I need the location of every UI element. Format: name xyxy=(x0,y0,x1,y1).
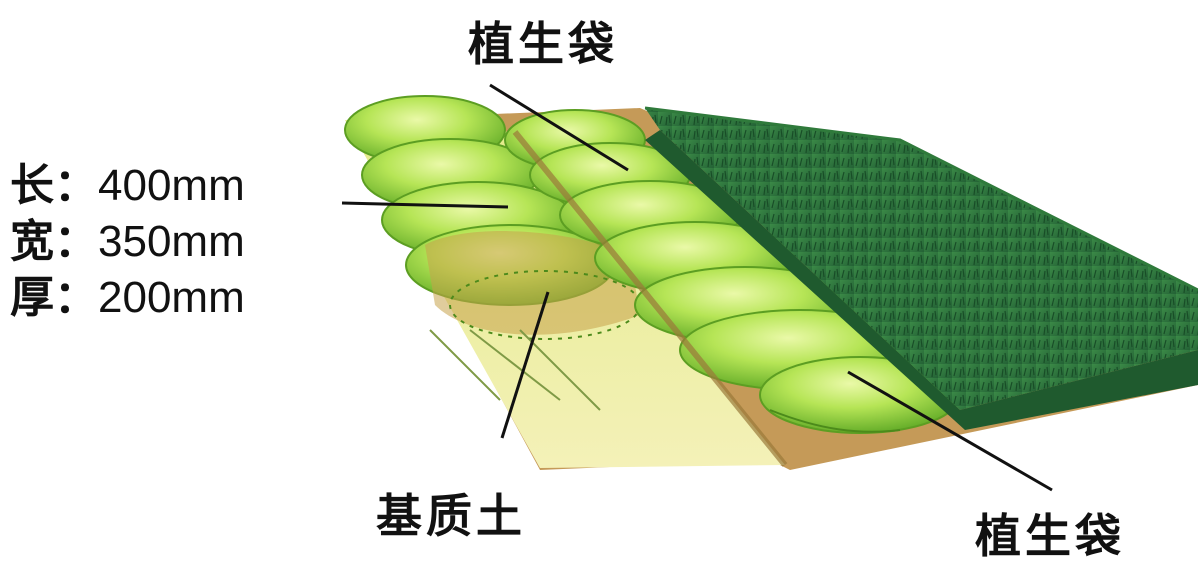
spec-length: 长：400mm xyxy=(10,158,245,214)
spec-length-sep: ： xyxy=(54,160,98,211)
spec-thickness-value: 200mm xyxy=(98,273,245,322)
label-vegetation-bag-top: 植生袋 xyxy=(468,8,618,74)
spec-thickness-key: 厚 xyxy=(10,272,54,323)
label-substrate-soil: 基质土 xyxy=(376,480,526,546)
spec-width-key: 宽 xyxy=(10,216,54,267)
dimension-specs: 长：400mm 宽：350mm 厚：200mm xyxy=(10,158,245,326)
spec-length-value: 400mm xyxy=(98,161,245,210)
spec-width-value: 350mm xyxy=(98,217,245,266)
spec-length-key: 长 xyxy=(10,160,54,211)
spec-width: 宽：350mm xyxy=(10,214,245,270)
label-vegetation-bag-bottom: 植生袋 xyxy=(975,500,1125,562)
spec-width-sep: ： xyxy=(54,216,98,267)
spec-thickness-sep: ： xyxy=(54,272,98,323)
spec-thickness: 厚：200mm xyxy=(10,270,245,326)
